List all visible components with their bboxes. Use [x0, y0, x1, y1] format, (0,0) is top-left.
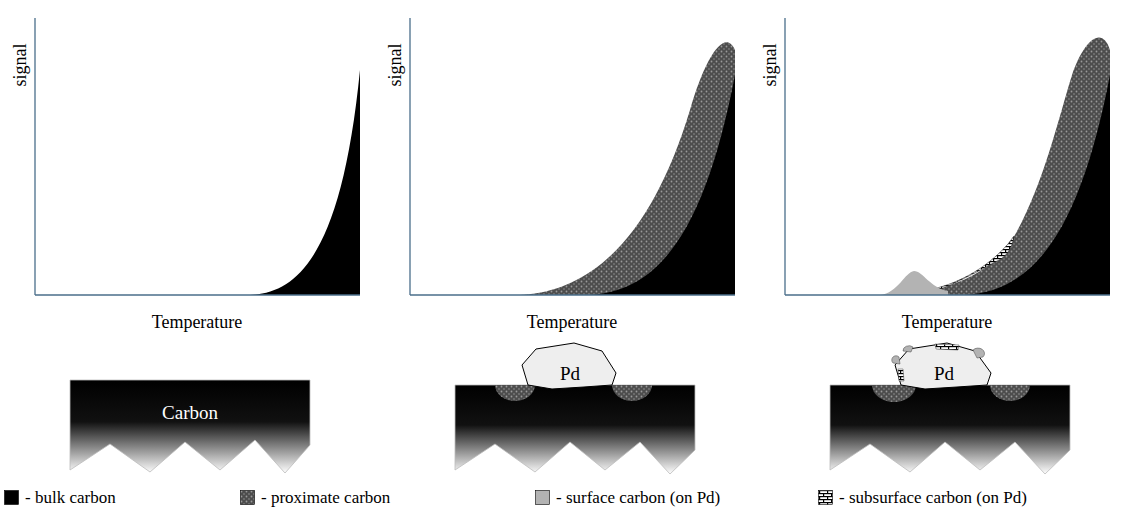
legend-swatch-fill — [536, 491, 550, 505]
x-axis — [785, 294, 1110, 295]
x-axis — [35, 294, 360, 295]
legend-item: - subsurface carbon (on Pd) — [818, 489, 1027, 506]
carbon-support — [455, 385, 695, 474]
legend-swatch — [240, 490, 255, 505]
legend-swatch-fill — [819, 491, 833, 505]
bulk-carbon-area — [965, 75, 1110, 295]
legend-item: - surface carbon (on Pd) — [535, 489, 720, 506]
carbon-shape — [70, 380, 310, 473]
legend-swatch — [818, 490, 833, 505]
legend-item: - bulk carbon — [4, 489, 116, 506]
carbon-patch — [935, 344, 959, 350]
node-label: Carbon — [162, 403, 218, 422]
pd-shape — [522, 343, 616, 389]
legend-swatch — [535, 490, 550, 505]
y-axis — [784, 18, 785, 295]
pd-particle: Pd — [522, 343, 618, 403]
legend-text: - surface carbon (on Pd) — [556, 489, 720, 506]
node-label: Pd — [934, 364, 954, 383]
legend-item: - proximate carbon — [240, 489, 390, 506]
legend-text: - proximate carbon — [261, 489, 390, 506]
surface-carbon-area — [880, 271, 948, 295]
carbon-support: Carbon — [70, 380, 310, 475]
bulk-carbon-area — [590, 75, 735, 295]
y-axis — [409, 18, 410, 295]
bulk-carbon-area — [250, 70, 360, 295]
carbon-patch — [898, 369, 904, 381]
legend-text: - bulk carbon — [25, 489, 116, 506]
chart-panel — [410, 18, 735, 295]
chart-panel — [785, 18, 1110, 295]
legend-text: - subsurface carbon (on Pd) — [839, 489, 1027, 506]
y-axis — [34, 18, 35, 295]
proximate-carbon-area — [520, 42, 735, 295]
legend-swatch — [4, 490, 19, 505]
proximate-carbon-blob — [495, 385, 535, 401]
carbon-patch — [903, 346, 913, 352]
axis-title-x: Temperature — [902, 313, 993, 331]
axis-title-y: signal — [10, 44, 28, 87]
carbon-patch — [973, 348, 985, 358]
axis-title-x: Temperature — [152, 313, 243, 331]
pd-shape — [895, 343, 991, 389]
legend-swatch-fill — [5, 491, 19, 505]
proximate-carbon-blob — [990, 385, 1030, 401]
x-axis — [410, 294, 735, 295]
chart-panel — [35, 18, 360, 295]
proximate-carbon-blob — [872, 385, 916, 402]
pd-particle: Pd — [895, 343, 993, 403]
legend-swatch-fill — [241, 491, 255, 505]
node-label: Pd — [560, 364, 580, 383]
carbon-block — [70, 380, 310, 475]
proximate-carbon-area — [895, 38, 1110, 295]
carbon-patch — [892, 356, 900, 364]
axis-title-y: signal — [760, 44, 778, 87]
subsurface-carbon-area — [928, 236, 1014, 293]
carbon-block — [830, 385, 1070, 474]
carbon-block — [455, 385, 695, 474]
axis-title-y: signal — [385, 44, 403, 87]
proximate-carbon-blob — [612, 385, 652, 401]
carbon-support — [830, 385, 1070, 474]
axis-title-x: Temperature — [527, 313, 618, 331]
